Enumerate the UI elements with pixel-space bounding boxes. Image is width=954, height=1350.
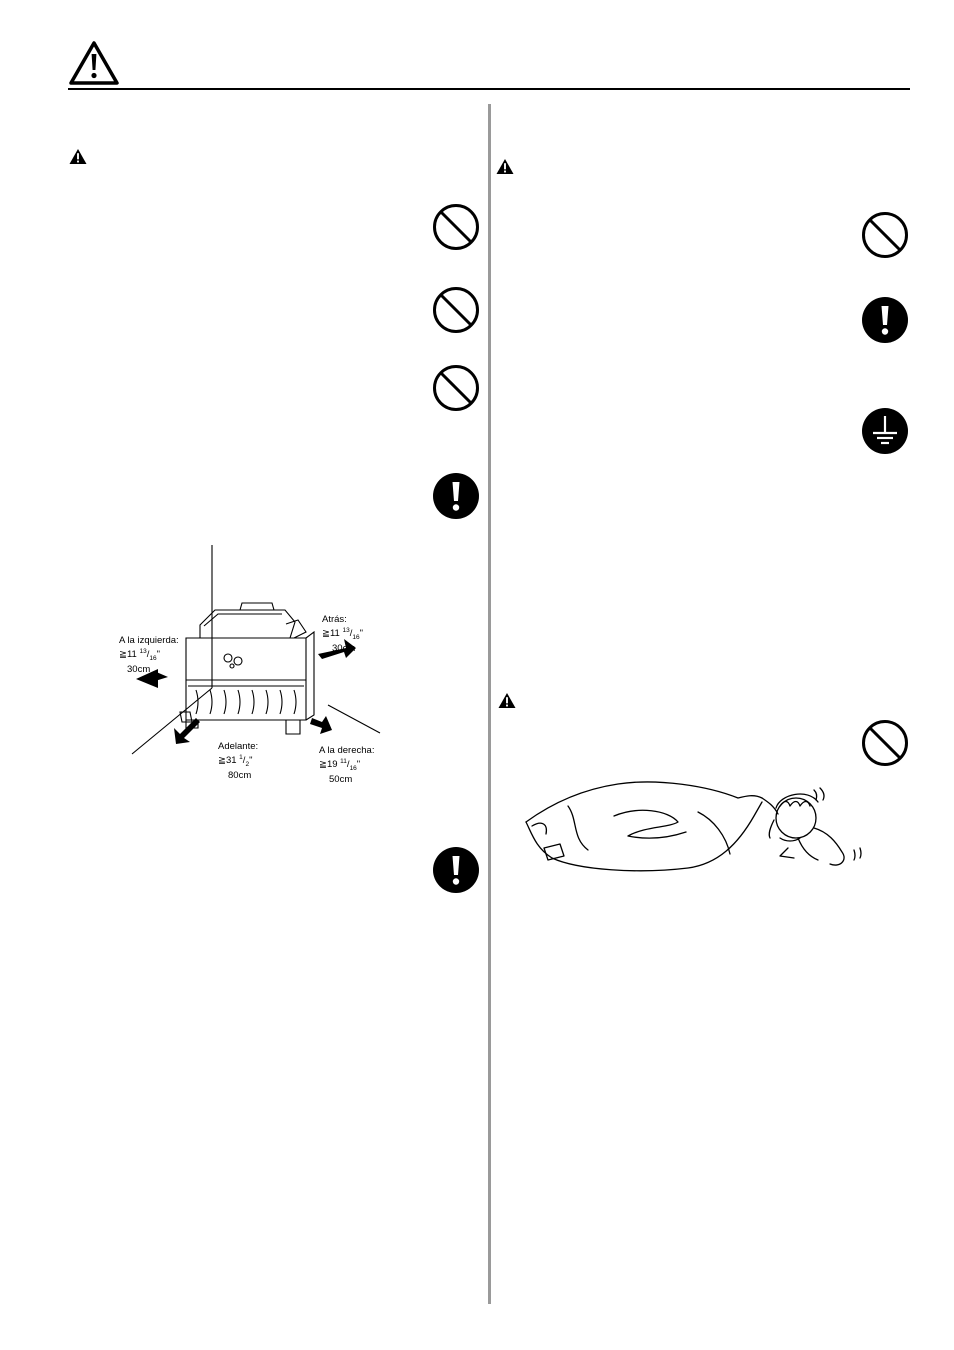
small-warning-icon [68,148,88,165]
clearance-diagram: A la izquierda: ≧11 13/16" 30cm Atrás: ≧… [100,540,400,790]
prohibited-icon [432,286,480,334]
left-clearance-label: A la izquierda: ≧11 13/16" 30cm [119,635,179,676]
column-divider [488,104,491,1304]
mandatory-action-icon [861,296,909,344]
ground-connection-icon [861,407,909,455]
right-clearance-label: A la derecha: ≧19 11/16" 50cm [319,745,375,786]
small-warning-icon [497,692,517,709]
mandatory-action-icon [432,472,480,520]
prohibited-icon [432,364,480,412]
prohibited-icon [861,719,909,767]
prohibited-icon [861,211,909,259]
front-clearance-label: Adelante: ≧31 1/2" 80cm [218,741,259,782]
back-clearance-label: Atrás: ≧11 13/16" 30cm [322,614,363,655]
header-rule [68,88,910,90]
small-warning-icon [495,158,515,175]
copier-illustration [131,545,381,755]
mandatory-action-icon [432,846,480,894]
child-plastic-bag-illustration [518,776,878,886]
prohibited-icon [432,203,480,251]
header-warning-icon [68,40,120,86]
